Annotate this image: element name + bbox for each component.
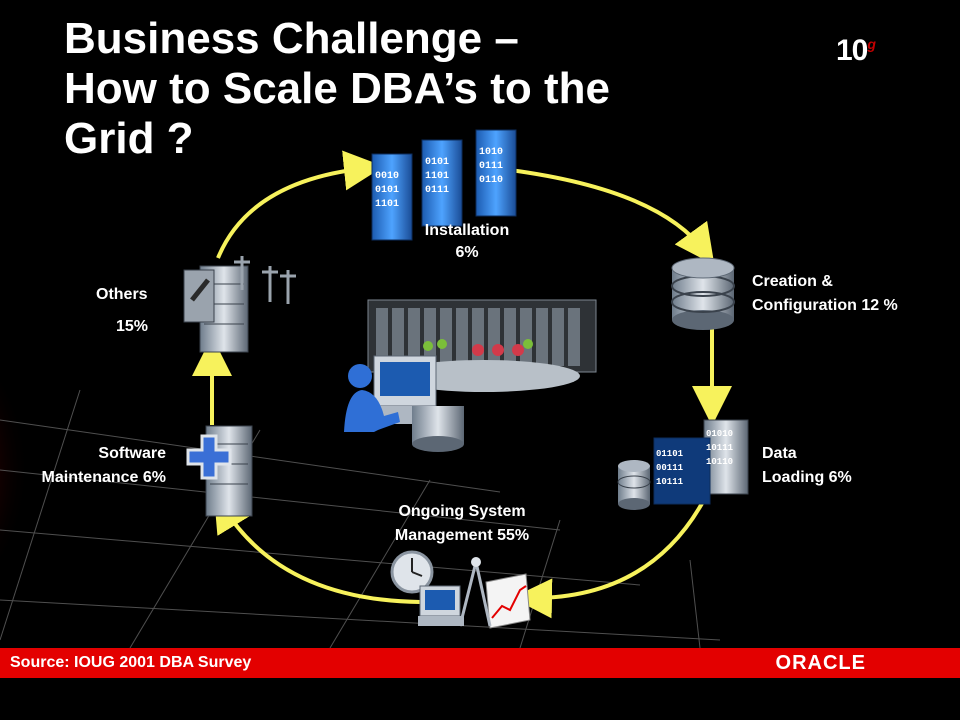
software-label: Software Maintenance 6% (0, 442, 166, 490)
svg-text:0101: 0101 (425, 157, 449, 168)
creation-database-icon (671, 257, 735, 330)
svg-text:01101: 01101 (656, 449, 684, 459)
svg-text:1101: 1101 (425, 171, 449, 182)
ongoing-management-icon (390, 550, 531, 629)
title-line-3: Grid ? (64, 114, 194, 163)
creation-label: Creation & Configuration 12 % (752, 270, 952, 318)
ongoing-label: Ongoing System Management 55% (362, 500, 562, 548)
footer-band: Source: IOUG 2001 DBA Survey ORACLE (0, 648, 960, 678)
svg-text:0101: 0101 (375, 185, 399, 196)
svg-text:1010: 1010 (479, 147, 503, 158)
software-maintenance-icon (186, 425, 253, 517)
oracle-10g-logo: 10g (836, 34, 876, 68)
creation-line-1: Creation & (752, 273, 833, 290)
svg-text:01010: 01010 (706, 429, 733, 439)
svg-text:0010: 0010 (375, 171, 399, 182)
svg-text:0111: 0111 (425, 185, 449, 196)
title-line-2: How to Scale DBA’s to the (64, 64, 611, 113)
software-line-2: Maintenance 6% (41, 469, 166, 486)
others-name: Others (96, 286, 148, 303)
others-icon (183, 256, 296, 353)
installation-icon: 0010 0101 1101 0101 1101 0111 1010 0111 0110 (371, 129, 517, 241)
installation-percent: 6% (455, 244, 479, 261)
arrow-dataloading-to-ongoing (512, 497, 707, 619)
svg-text:0110: 0110 (479, 175, 503, 186)
red-glow (0, 320, 150, 620)
source-citation: Source: IOUG 2001 DBA Survey (10, 654, 252, 671)
data-loading-line-2: Loading 6% (762, 469, 852, 486)
arrow-installation-to-creation (509, 168, 715, 265)
svg-text:10111: 10111 (706, 443, 734, 453)
software-line-1: Software (98, 445, 166, 462)
data-loading-icon: 01101 00111 10111 01010 10111 10110 (617, 419, 749, 510)
slide-title: Business Challenge – How to Scale DBA’s … (64, 14, 784, 164)
installation-label: Installation 6% (392, 220, 542, 264)
svg-text:0111: 0111 (479, 161, 503, 172)
cycle-arrows (192, 150, 732, 619)
svg-text:10111: 10111 (656, 477, 684, 487)
logo-suffix: g (867, 36, 876, 52)
data-loading-label: Data Loading 6% (762, 442, 942, 490)
center-dba-icon (344, 299, 597, 452)
installation-name: Installation (424, 222, 510, 239)
ongoing-line-2: Management 55% (394, 527, 530, 544)
others-percent: 15% (116, 318, 149, 335)
ongoing-line-1: Ongoing System (398, 503, 526, 520)
svg-text:00111: 00111 (656, 463, 684, 473)
arrow-others-to-installation (216, 150, 384, 259)
data-loading-line-1: Data (762, 445, 797, 462)
svg-text:10110: 10110 (706, 457, 733, 467)
svg-text:1101: 1101 (375, 199, 399, 210)
creation-line-2: Configuration 12 % (752, 297, 898, 314)
logo-version: 10 (836, 34, 868, 67)
arrow-ongoing-to-software (213, 491, 421, 604)
title-line-1: Business Challenge – (64, 14, 519, 63)
oracle-logo: ORACLE (775, 652, 866, 674)
others-label: Others (96, 284, 186, 306)
